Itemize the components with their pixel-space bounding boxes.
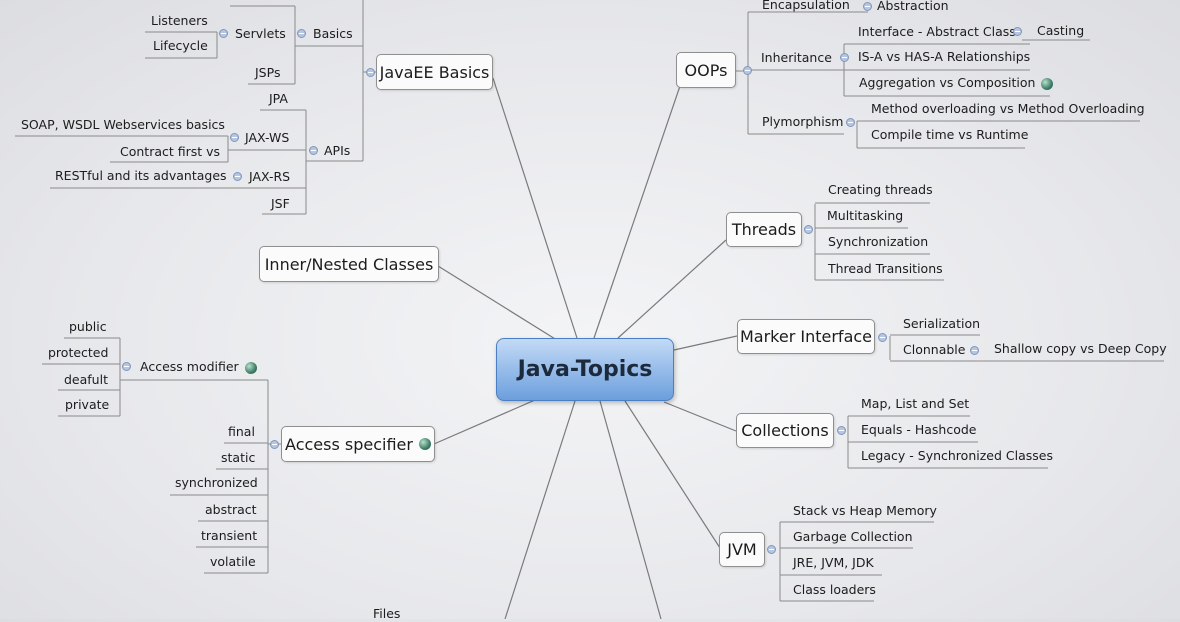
keyword-item[interactable]: volatile	[210, 554, 256, 569]
collection-item[interactable]: Map, List and Set	[861, 396, 970, 411]
topic-marker-interface[interactable]: Marker Interface	[737, 319, 875, 354]
thread-item[interactable]: Creating threads	[828, 182, 933, 197]
collapse-toggle-servlets[interactable]	[219, 29, 228, 38]
subtopic-apis[interactable]: APIs	[324, 143, 351, 158]
jvm-item[interactable]: Class loaders	[793, 582, 876, 597]
central-topic[interactable]: Java-Topics	[496, 338, 674, 401]
collapse-toggle-clonnable[interactable]	[970, 346, 979, 355]
access-modifier-label: Access modifier	[140, 359, 239, 374]
globe-icon	[418, 438, 431, 450]
subtopic-servlets[interactable]: Servlets	[235, 26, 286, 41]
topic-oops[interactable]: OOPs	[676, 52, 736, 88]
subtopic-soap[interactable]: SOAP, WSDL Webservices basics	[21, 117, 225, 132]
subtopic-lifecycle[interactable]: Lifecycle	[153, 38, 208, 53]
subtopic-jax-ws[interactable]: JAX-WS	[245, 130, 290, 145]
collapse-toggle-javaee[interactable]	[366, 68, 375, 77]
aggregation-label: Aggregation vs Composition	[859, 75, 1036, 90]
subtopic-jax-rs[interactable]: JAX-RS	[249, 169, 291, 184]
topic-threads[interactable]: Threads	[726, 212, 802, 247]
subtopic-abstraction[interactable]: Abstraction	[877, 0, 949, 13]
keyword-item[interactable]: transient	[201, 528, 258, 543]
subtopic-interface-abstract[interactable]: Interface - Abstract Class	[858, 24, 1016, 39]
jvm-item[interactable]: Stack vs Heap Memory	[793, 503, 937, 518]
collection-item[interactable]: Legacy - Synchronized Classes	[861, 448, 1053, 463]
modifier-item[interactable]: public	[69, 319, 107, 334]
subtopic-polymorphism[interactable]: Plymorphism	[762, 114, 844, 129]
collapse-toggle-interface[interactable]	[1013, 27, 1022, 36]
jvm-item[interactable]: Garbage Collection	[793, 529, 913, 544]
collapse-toggle-marker[interactable]	[878, 333, 887, 342]
collapse-toggle-apis[interactable]	[309, 146, 318, 155]
collapse-toggle-oops[interactable]	[743, 66, 752, 75]
collapse-toggle-jvm[interactable]	[767, 545, 776, 554]
collapse-toggle-jax-rs[interactable]	[233, 172, 242, 181]
thread-item[interactable]: Thread Transitions	[828, 261, 943, 276]
topic-collections[interactable]: Collections	[736, 413, 834, 448]
modifier-item[interactable]: private	[65, 397, 110, 412]
thread-item[interactable]: Multitasking	[827, 208, 904, 223]
subtopic-serialization[interactable]: Serialization	[903, 316, 981, 331]
subtopic-encapsulation[interactable]: Encapsulation	[762, 0, 850, 12]
collapse-toggle-inheritance[interactable]	[840, 53, 849, 62]
subtopic-casting[interactable]: Casting	[1037, 23, 1085, 38]
subtopic-aggregation[interactable]: Aggregation vs Composition	[859, 75, 1054, 91]
topic-access-specifier[interactable]: Access specifier	[281, 426, 435, 462]
collapse-toggle-collections[interactable]	[837, 426, 846, 435]
globe-icon	[244, 361, 257, 374]
subtopic-method-overloading[interactable]: Method overloading vs Method Overloading	[871, 101, 1145, 116]
collapse-toggle-access[interactable]	[270, 440, 279, 449]
keyword-item[interactable]: synchronized	[175, 475, 258, 490]
topic-inner-nested-classes[interactable]: Inner/Nested Classes	[259, 246, 439, 282]
subtopic-compile-runtime[interactable]: Compile time vs Runtime	[871, 127, 1029, 142]
access-specifier-label: Access specifier	[285, 434, 413, 454]
subtopic-inheritance[interactable]: Inheritance	[761, 50, 832, 65]
subtopic-clonnable[interactable]: Clonnable	[903, 342, 966, 357]
collapse-toggle-encapsulation[interactable]	[863, 2, 872, 11]
keyword-item[interactable]: static	[221, 450, 256, 465]
keyword-item[interactable]: abstract	[205, 502, 257, 517]
jvm-item[interactable]: JRE, JVM, JDK	[793, 555, 874, 570]
topic-javaee-basics[interactable]: JavaEE Basics	[376, 54, 493, 90]
subtopic-shallow-deep[interactable]: Shallow copy vs Deep Copy	[994, 341, 1167, 356]
keyword-item[interactable]: final	[228, 424, 255, 439]
subtopic-restful[interactable]: RESTful and its advantages	[55, 168, 227, 183]
collapse-toggle-access-modifier[interactable]	[122, 362, 131, 371]
subtopic-contract-first[interactable]: Contract first vs	[120, 144, 221, 159]
collapse-toggle-threads[interactable]	[804, 225, 813, 234]
collapse-toggle-basics[interactable]	[297, 29, 306, 38]
collapse-toggle-polymorphism[interactable]	[846, 118, 855, 127]
subtopic-basics[interactable]: Basics	[313, 26, 353, 41]
collection-item[interactable]: Equals - Hashcode	[861, 422, 977, 437]
topic-files[interactable]: Files	[373, 606, 401, 621]
subtopic-listeners[interactable]: Listeners	[151, 13, 208, 28]
modifier-item[interactable]: deafult	[64, 372, 108, 387]
subtopic-jpa[interactable]: JPA	[269, 91, 288, 106]
subtopic-isa-hasa[interactable]: IS-A vs HAS-A Relationships	[858, 49, 1031, 64]
subtopic-jsps[interactable]: JSPs	[255, 65, 281, 80]
subtopic-jsf[interactable]: JSF	[271, 196, 290, 211]
globe-icon	[1041, 77, 1054, 90]
collapse-toggle-jax-ws[interactable]	[230, 133, 239, 142]
thread-item[interactable]: Synchronization	[828, 234, 929, 249]
subtopic-access-modifier[interactable]: Access modifier	[140, 359, 257, 375]
topic-jvm[interactable]: JVM	[719, 532, 765, 567]
modifier-item[interactable]: protected	[48, 345, 109, 360]
